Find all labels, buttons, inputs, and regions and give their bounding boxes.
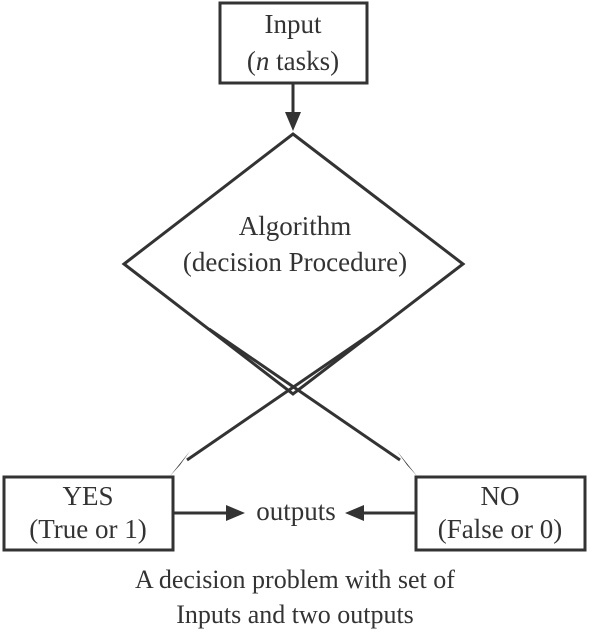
yes-label: YES <box>62 481 113 511</box>
input-tasks-label: (n tasks) <box>247 46 339 76</box>
input-tasks-open-paren: ( <box>247 46 256 76</box>
input-tasks-rest: tasks) <box>269 46 339 76</box>
yes-detail-label: (True or 1) <box>29 514 147 544</box>
decision-procedure-label: (decision Procedure) <box>183 247 407 277</box>
no-label: NO <box>481 481 520 511</box>
decision-diamond <box>121 132 466 396</box>
input-tasks-variable: n <box>256 46 270 76</box>
algorithm-label: Algorithm <box>239 211 352 241</box>
input-box <box>218 1 369 85</box>
caption-line-2: Inputs and two outputs <box>176 600 414 629</box>
no-detail-label: (False or 0) <box>438 514 562 544</box>
input-label: Input <box>265 9 322 39</box>
input-to-decision-arrowhead <box>285 112 301 131</box>
decision-to-no-connector <box>208 327 401 462</box>
decision-to-no-arrowhead <box>397 451 417 476</box>
yes-to-outputs-arrowhead <box>226 505 245 521</box>
decision-to-yes-connector <box>186 327 379 462</box>
outputs-label: outputs <box>256 496 336 526</box>
no-box <box>414 475 587 552</box>
decision-to-yes-arrowhead <box>170 451 190 476</box>
caption-line-1: A decision problem with set of <box>135 565 455 594</box>
no-to-outputs-arrowhead <box>345 505 364 521</box>
